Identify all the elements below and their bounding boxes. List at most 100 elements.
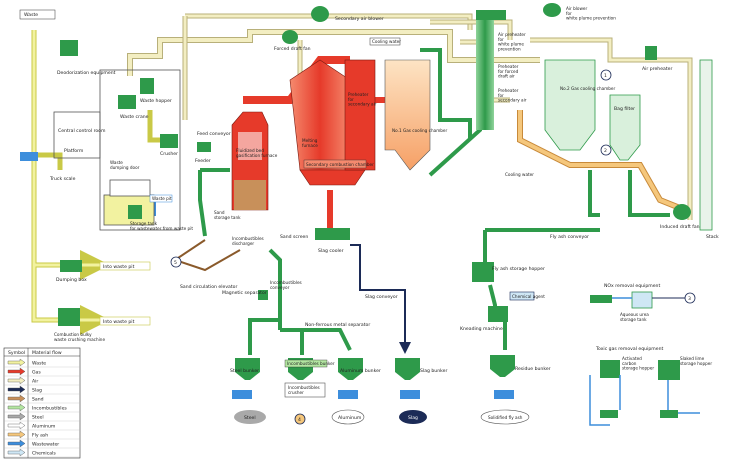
label-solidified-fly-ash: Solidified fly ash <box>488 415 523 420</box>
label-into-waste-pit-2: Into waste pit <box>103 319 135 325</box>
legend-label-wastewater: Wastewater <box>32 442 59 448</box>
label-toxic-gas-removal: Toxic gas removal equipment <box>595 346 663 352</box>
waste-hopper <box>140 78 154 94</box>
legend-arrow-chemicals <box>7 448 26 457</box>
label-aluminum-bunker: Aluminum bunker <box>340 368 381 374</box>
chemical-agent-tank <box>509 291 535 301</box>
label-aluminum: Aluminum <box>338 415 362 421</box>
label-kneading-machine: Kneading machine <box>460 326 503 332</box>
magnetic-separator <box>258 290 268 300</box>
legend-arrow-aluminum <box>7 421 26 430</box>
legend-label-slag: Slag <box>32 388 42 394</box>
marker-2 <box>600 144 612 156</box>
toxic-pump-2 <box>660 410 678 418</box>
label-deodorization: Deodorization equipment <box>57 70 116 76</box>
legend-arrow-steel <box>7 412 26 421</box>
equipment <box>20 3 691 326</box>
label-control-room: Central control room <box>58 128 106 134</box>
label-induced-draft-fan: Induced draft fan <box>660 224 700 230</box>
slag-cooler <box>315 228 350 240</box>
induced-draft-fan <box>673 204 691 220</box>
label-fly-ash-hopper: Fly ash storage hopper <box>492 266 545 272</box>
legend-header-symbol: Symbol <box>8 350 25 356</box>
legend-header-flow: Material flow <box>32 350 62 356</box>
label-dumping-box: Dumping box <box>56 277 87 283</box>
legend-label-air: Air <box>32 379 38 385</box>
label-fly-ash-conveyor: Fly ash conveyor <box>550 234 589 240</box>
text-labels: Waste Deodorization equipment Forced dra… <box>19 6 719 421</box>
no1-gas-cooling-chamber <box>384 59 431 171</box>
legend-label-incombustibles: Incombustibles <box>32 406 67 412</box>
legend-arrow-air <box>7 376 26 385</box>
incombustibles-crusher-box <box>284 382 326 398</box>
bag-filter <box>609 94 641 161</box>
marker-1 <box>600 69 612 81</box>
legend: Symbol Material flow WasteGasAirSlagSand… <box>3 347 81 459</box>
sand-flow <box>172 239 241 272</box>
legend-label-aluminum: Aluminum <box>32 424 56 430</box>
aqueous-urea-tank <box>631 291 653 309</box>
legend-label-gas: Gas <box>32 370 41 376</box>
label-chemical-agent: Chemical agent <box>512 294 545 299</box>
label-sand-elevator: Sand circulation elevator <box>180 284 237 290</box>
label-crusher: Crusher <box>160 151 178 157</box>
waste-heat-boiler <box>344 59 376 171</box>
legend-label-steel: Steel <box>32 415 44 421</box>
furnaces <box>231 59 713 240</box>
label-magnetic-separator: Magnetic separator <box>222 290 267 296</box>
steel-bunker <box>235 358 260 380</box>
marker-3-label: 3 <box>688 296 691 302</box>
kneading-machine <box>488 306 508 322</box>
label-platform: Platform <box>64 148 84 154</box>
label-waste-pit: Waste pit <box>152 196 172 201</box>
waste-crane <box>118 95 136 109</box>
legend-arrow-gas <box>7 367 26 376</box>
marker-4 <box>294 413 306 425</box>
marker-5 <box>170 256 182 268</box>
gas-ducts-green <box>198 20 670 355</box>
marker-3 <box>684 292 696 304</box>
steel-product <box>234 410 266 424</box>
air-preheater <box>645 46 657 60</box>
bunkers <box>232 355 530 425</box>
label-slag-conveyor: Slag conveyor <box>365 294 398 300</box>
legend-label-sand: Sand <box>32 397 44 403</box>
slag-product <box>399 410 427 424</box>
label-waste: Waste <box>24 12 38 18</box>
legend-arrow-wastewater <box>7 439 26 448</box>
activated-carbon-hopper <box>600 360 620 378</box>
truck-steel <box>232 390 252 399</box>
melting-furnace <box>289 59 351 171</box>
fly-ash-duct <box>517 110 682 211</box>
label-truck-scale: Truck scale <box>49 176 76 182</box>
label-slag-bunker: Slag bunker <box>420 368 447 374</box>
label-forced-draft-fan: Forced draft fan <box>274 46 311 52</box>
toxic-pump-1 <box>600 410 618 418</box>
label-slag: Slag <box>408 415 418 421</box>
storage-tank-wastewater <box>128 205 142 219</box>
slaked-lime-hopper <box>658 360 680 380</box>
bulky-crusher <box>58 308 80 326</box>
feeder <box>197 142 211 152</box>
legend-arrow-fly_ash <box>7 430 26 439</box>
stack <box>699 59 713 231</box>
slag-bunker <box>395 358 420 380</box>
legend-rows: WasteGasAirSlagSandIncombustiblesSteelAl… <box>4 358 80 458</box>
